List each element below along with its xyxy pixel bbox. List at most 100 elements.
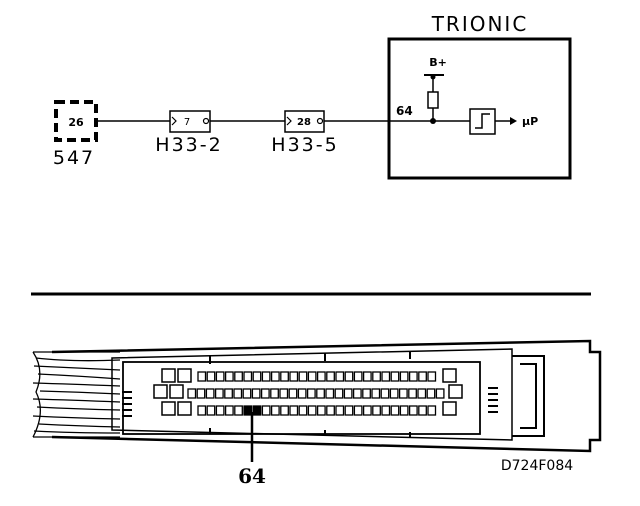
pin-cell bbox=[326, 371, 335, 382]
connector-h33-5-pin-mark bbox=[286, 116, 292, 126]
pin-cell bbox=[371, 388, 381, 399]
pin-cell bbox=[399, 371, 409, 382]
housing-ticks bbox=[209, 351, 411, 438]
pullup-resistor bbox=[427, 91, 439, 109]
connector-h33-5-id: H33-5 bbox=[271, 134, 338, 156]
connector-view: 64 D724F084 bbox=[32, 339, 602, 488]
ecu-pin-label: 64 bbox=[396, 104, 413, 118]
pin-cell bbox=[224, 371, 234, 382]
pin-cell bbox=[399, 405, 409, 416]
wire-bundle bbox=[32, 351, 121, 438]
pin-cell bbox=[298, 405, 308, 416]
pin-cell bbox=[426, 388, 436, 399]
pin-cell bbox=[427, 405, 437, 416]
pin-cell bbox=[206, 405, 216, 416]
pin-cell bbox=[307, 371, 317, 382]
pin-cell bbox=[334, 388, 344, 399]
ribs-right bbox=[488, 387, 498, 413]
pin-cell bbox=[427, 371, 437, 382]
pin-cell bbox=[260, 388, 270, 399]
pin-cell-highlighted bbox=[252, 405, 262, 416]
pin-cell bbox=[298, 371, 308, 382]
drawing-code: D724F084 bbox=[501, 458, 573, 474]
pin-cell bbox=[362, 405, 372, 416]
pin-cell bbox=[398, 388, 408, 399]
pin-cell bbox=[215, 405, 225, 416]
pin-cell bbox=[261, 371, 271, 382]
pin-cell bbox=[224, 405, 234, 416]
pin-cell bbox=[307, 405, 317, 416]
pin-cell bbox=[224, 388, 233, 399]
pin-cell bbox=[316, 388, 325, 399]
pin-cell bbox=[372, 405, 381, 416]
pin-cell bbox=[243, 371, 253, 382]
pin-cell bbox=[316, 405, 326, 416]
pin-cell bbox=[234, 405, 243, 416]
pin-cell bbox=[279, 388, 289, 399]
pin-cell bbox=[197, 371, 207, 382]
ecu-title: TRIONIC bbox=[431, 12, 529, 36]
pin-cell bbox=[280, 371, 289, 382]
pin-cell bbox=[316, 371, 326, 382]
connector-h33-2-box bbox=[169, 110, 211, 133]
schematic: TRIONIC 26 547 7 H33-2 28 H33-5 64 B+ µ bbox=[53, 12, 572, 180]
micro-label: µP bbox=[522, 115, 538, 128]
connector-latch bbox=[512, 355, 545, 437]
pin-cell bbox=[325, 388, 335, 399]
pin-cell bbox=[418, 405, 427, 416]
connector-housing-inner bbox=[111, 348, 513, 441]
pin-cell bbox=[270, 405, 280, 416]
ribs-left bbox=[122, 391, 132, 417]
ecu-box bbox=[387, 37, 572, 180]
pin-cell bbox=[344, 371, 354, 382]
pin-cell bbox=[353, 405, 363, 416]
pin-cell bbox=[343, 388, 353, 399]
pin-cell bbox=[187, 388, 197, 399]
pin-cell bbox=[251, 388, 261, 399]
pin-cell bbox=[417, 388, 427, 399]
connector-h33-5-box bbox=[284, 110, 325, 133]
pin-cell bbox=[242, 388, 252, 399]
pin-cell bbox=[362, 371, 372, 382]
pin-cell bbox=[289, 371, 299, 382]
pin-cell bbox=[326, 405, 335, 416]
pin-cell bbox=[196, 388, 206, 399]
connector-h33-2-pin-mark bbox=[171, 116, 177, 126]
pin-callout-label: 64 bbox=[238, 464, 266, 488]
pin-cell bbox=[408, 371, 418, 382]
connector-h33-2-socket bbox=[202, 117, 210, 125]
pin-cell bbox=[270, 371, 280, 382]
connector-h33-5-socket bbox=[316, 117, 324, 125]
pin-cell bbox=[380, 388, 390, 399]
pin-cell bbox=[288, 388, 298, 399]
pin-cell bbox=[280, 405, 289, 416]
pin-cell bbox=[214, 388, 224, 399]
pin-cell bbox=[306, 388, 316, 399]
connector-h33-5-pin: 28 bbox=[297, 117, 311, 128]
pin-cell bbox=[197, 405, 207, 416]
pin-cell bbox=[381, 371, 391, 382]
pin-cell bbox=[362, 388, 371, 399]
pin-cell bbox=[335, 371, 345, 382]
pin-cell bbox=[390, 371, 400, 382]
pin-cell bbox=[234, 371, 243, 382]
pin-cell bbox=[206, 371, 216, 382]
supply-label: B+ bbox=[429, 56, 447, 69]
pin-cell bbox=[408, 388, 417, 399]
pin-cell bbox=[344, 405, 354, 416]
pin-cell bbox=[435, 388, 445, 399]
coding-cells bbox=[153, 368, 463, 416]
pin-cell bbox=[205, 388, 215, 399]
connector-h33-2-pin: 7 bbox=[184, 117, 190, 128]
pin-cell bbox=[381, 405, 391, 416]
pin-grid bbox=[187, 371, 445, 416]
pin-cell bbox=[297, 388, 307, 399]
sensor-box bbox=[54, 100, 98, 142]
pin-cell bbox=[389, 388, 399, 399]
pin-cell bbox=[270, 388, 279, 399]
pin-cell bbox=[390, 405, 400, 416]
connector-housing bbox=[51, 339, 602, 453]
pin-cell bbox=[352, 388, 362, 399]
pin-cell bbox=[418, 371, 427, 382]
